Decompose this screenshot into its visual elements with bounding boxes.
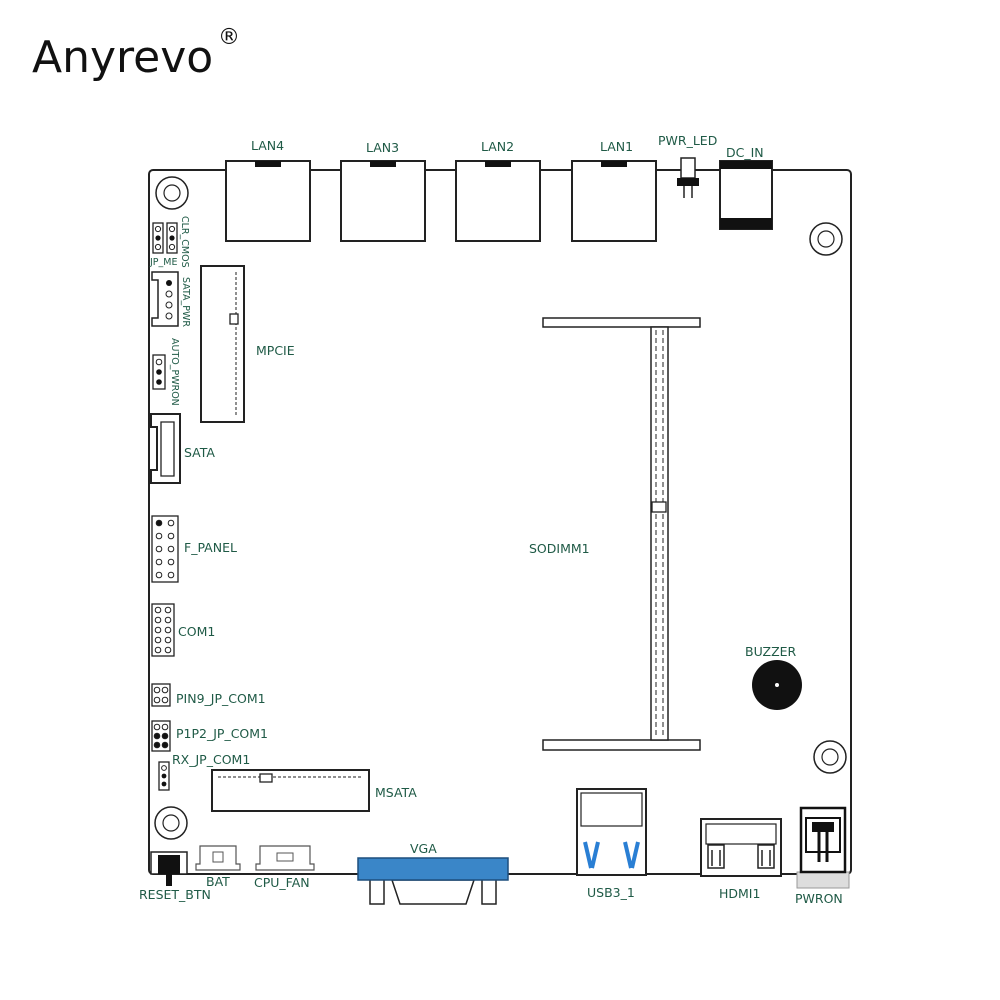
rx-jp-com1-jumper — [158, 761, 170, 791]
msata-slot — [211, 769, 370, 812]
fpanel-pin — [155, 545, 163, 553]
pwr-led — [677, 157, 699, 198]
mounting-hole-top-left — [155, 176, 189, 210]
fpanel-pin — [167, 519, 175, 527]
fpanel-pin — [155, 532, 163, 540]
usb3-1-label: USB3_1 — [587, 885, 635, 900]
com1-pin — [164, 646, 172, 654]
fpanel-pin — [167, 558, 175, 566]
p1p2-jp-com1-label: P1P2_JP_COM1 — [176, 726, 268, 741]
pin9-jp-com1-jumper — [151, 683, 171, 707]
auto-pwron-label: AUTO_PWRON — [169, 338, 180, 406]
com1-pin — [154, 636, 162, 644]
sodimm1-label: SODIMM1 — [529, 541, 590, 556]
mounting-hole-top-right — [809, 222, 843, 256]
mounting-hole-bottom-left — [154, 806, 188, 840]
lan4-port — [225, 160, 311, 242]
f-panel-label: F_PANEL — [184, 540, 237, 555]
p1p2-pin — [161, 741, 169, 749]
fpanel-pin — [167, 545, 175, 553]
pin9-jp-com1-label: PIN9_JP_COM1 — [176, 691, 266, 706]
pwron-button — [796, 806, 850, 889]
com1-pin — [154, 616, 162, 624]
lan4-label: LAN4 — [251, 138, 284, 153]
p1p2-pin — [161, 732, 169, 740]
sata-label: SATA — [184, 445, 215, 460]
com1-pin — [154, 646, 162, 654]
p1p2-pin — [153, 732, 161, 740]
pwr-led-label: PWR_LED — [658, 133, 717, 148]
pwron-label: PWRON — [795, 891, 843, 906]
brand-name: Anyrevo — [32, 32, 213, 83]
p1p2-pin — [161, 723, 169, 731]
cpu-fan-label: CPU_FAN — [254, 875, 310, 890]
board-outline — [148, 169, 852, 875]
pin9-pin — [161, 696, 169, 704]
bat-label: BAT — [206, 874, 230, 889]
mpcie-label: MPCIE — [256, 343, 295, 358]
mounting-hole-bottom-right — [813, 740, 847, 774]
buzzer-label: BUZZER — [745, 644, 797, 659]
vga-label: VGA — [410, 841, 437, 856]
clr-cmos-jumper — [166, 222, 178, 254]
bat-connector — [195, 845, 241, 871]
p1p2-pin — [153, 741, 161, 749]
fpanel-pin — [155, 519, 163, 527]
lan3-port — [340, 160, 426, 242]
reset-button — [150, 851, 188, 886]
lan2-label: LAN2 — [481, 139, 514, 154]
reset-btn-label: RESET_BTN — [139, 887, 211, 902]
p1p2-pin — [153, 723, 161, 731]
com1-pin — [154, 626, 162, 634]
fpanel-pin — [155, 571, 163, 579]
com1-pin — [164, 606, 172, 614]
com1-pin — [154, 606, 162, 614]
fpanel-pin — [155, 558, 163, 566]
fpanel-pin — [167, 532, 175, 540]
brand-registered-mark: ® — [218, 25, 240, 50]
com1-header — [151, 603, 175, 657]
rx-jp-com1-label: RX_JP_COM1 — [172, 752, 250, 767]
p1p2-jp-com1-jumper — [151, 720, 171, 752]
jp-me-label: JP_ME — [149, 257, 177, 268]
sata-pwr-label: SATA_PWR — [180, 277, 191, 327]
f-panel-header — [151, 515, 179, 583]
com1-pin — [164, 636, 172, 644]
pin9-pin — [161, 686, 169, 694]
fpanel-pin — [167, 571, 175, 579]
pin9-pin — [153, 686, 161, 694]
cpu-fan-connector — [255, 845, 315, 871]
dc-in-jack — [719, 160, 773, 230]
sodimm1-slot — [542, 317, 701, 751]
clr-cmos-label: CLR_CMOS — [179, 216, 190, 268]
msata-label: MSATA — [375, 785, 417, 800]
lan3-label: LAN3 — [366, 140, 399, 155]
sata-connector — [150, 413, 181, 484]
dc-in-label: DC_IN — [726, 145, 764, 160]
lan1-port — [571, 160, 657, 242]
usb3-1-port — [576, 788, 647, 876]
mpcie-slot — [200, 265, 245, 423]
lan2-port — [455, 160, 541, 242]
buzzer-center-dot — [775, 683, 779, 687]
com1-label: COM1 — [178, 624, 215, 639]
jp-me-jumper — [152, 222, 164, 254]
vga-connector — [357, 857, 509, 905]
com1-pin — [164, 616, 172, 624]
lan1-label: LAN1 — [600, 139, 633, 154]
auto-pwron-jumper — [152, 354, 166, 390]
hdmi1-port — [700, 818, 782, 877]
pin9-pin — [153, 696, 161, 704]
sata-pwr-connector — [151, 271, 179, 327]
hdmi1-label: HDMI1 — [719, 886, 760, 901]
com1-pin — [164, 626, 172, 634]
